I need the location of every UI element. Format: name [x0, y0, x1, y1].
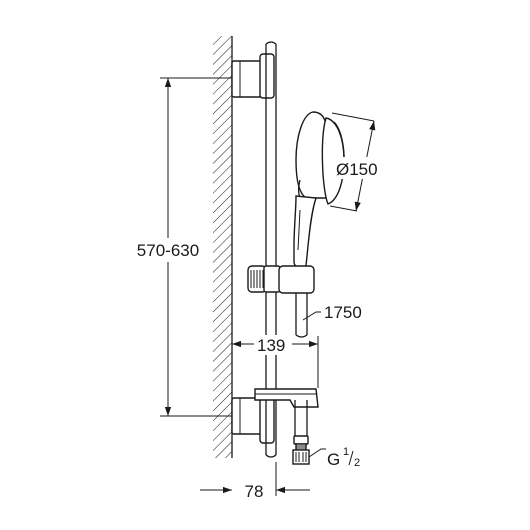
lower-wall-bracket — [231, 392, 275, 444]
wall — [213, 36, 233, 458]
shower-hose — [295, 293, 308, 338]
height-range-label: 570-630 — [137, 241, 199, 260]
wall-hatching — [213, 36, 232, 458]
thread-dimension: G 1 2 — [308, 446, 360, 469]
wall-offset-label: 78 — [245, 482, 264, 501]
thread-prefix-label: G — [327, 450, 340, 469]
thread-denominator-label: 2 — [354, 457, 360, 469]
spray-diameter-dimension: Ø150 — [329, 112, 390, 212]
soap-dish — [254, 388, 319, 408]
wall-outlet-connector — [292, 400, 310, 465]
spray-diameter-label: Ø150 — [336, 160, 378, 179]
shower-rail — [265, 41, 277, 458]
hose-length-label: 1750 — [324, 303, 362, 322]
wall-offset-dimension: 78 — [200, 462, 310, 501]
hand-shower-head — [293, 111, 345, 268]
projection-dimension: 139 — [232, 335, 319, 388]
upper-wall-bracket — [231, 53, 275, 99]
height-range-dimension: 570-630 — [130, 77, 232, 417]
sliding-holder — [247, 265, 315, 294]
thread-numerator-label: 1 — [343, 446, 349, 458]
projection-label: 139 — [257, 336, 285, 355]
hose-length-dimension: 1750 — [302, 303, 362, 322]
